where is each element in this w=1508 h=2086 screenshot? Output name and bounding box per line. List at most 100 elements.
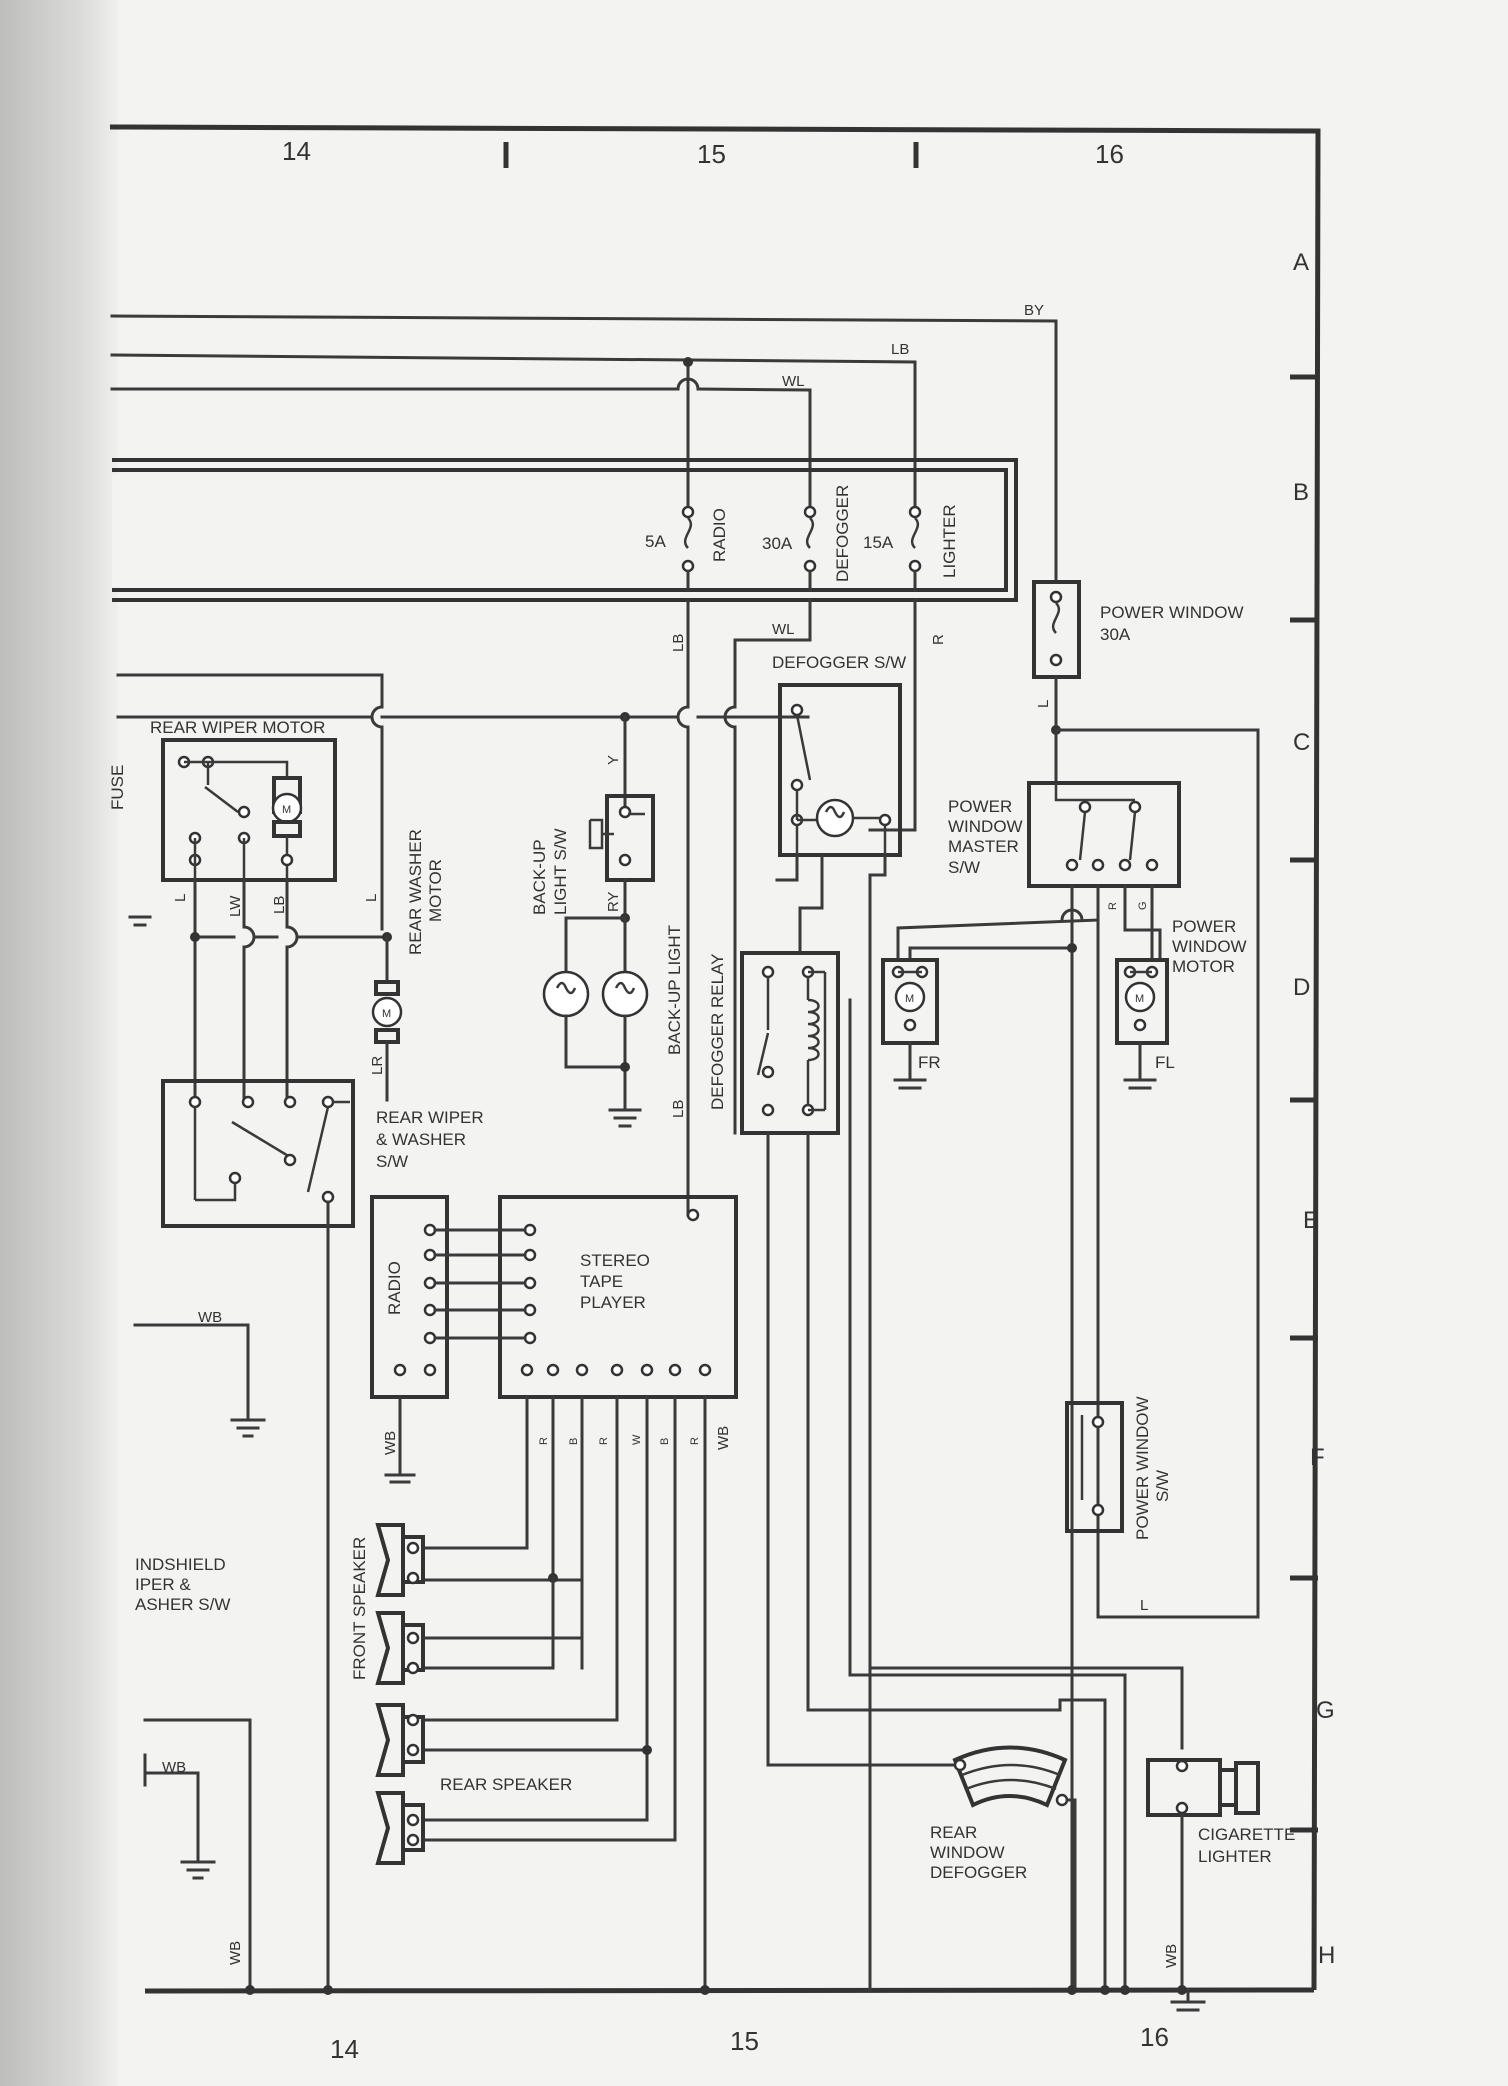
wire-label-pw-r: R — [1107, 902, 1119, 910]
rear-window-defogger-label-1: REAR — [930, 1823, 977, 1842]
wire-label-wb-radio: WB — [382, 1431, 399, 1455]
rear-wiper-motor-label: REAR WIPER MOTOR — [150, 718, 325, 737]
rear-wiper-washer-switch: REAR WIPER & WASHER S/W — [161, 1079, 484, 1992]
stereo-tape-player: STEREO TAPE PLAYER WB R B R W B R — [433, 1195, 738, 1992]
motor-symbol: M — [282, 804, 291, 816]
defogger-switch: DEFOGGER S/W — [733, 653, 906, 1992]
wire-label-y-backup: Y — [605, 755, 622, 765]
row-label-f: F — [1310, 1444, 1325, 1471]
power-window-switch: POWER WINDOW S/W — [1065, 1396, 1172, 1540]
left-edge-elements: FUSE WB INDSHIELD IPER & ASHER S/W WB WB — [108, 765, 1187, 1995]
wire-label-spk-3: R — [598, 1437, 610, 1445]
rear-speaker-label: REAR SPEAKER — [440, 1775, 572, 1794]
power-window-motor-fr: M FR — [881, 958, 941, 1090]
stereo-label-1: STEREO — [580, 1251, 650, 1270]
fuse-lighter-label: LIGHTER — [940, 504, 959, 578]
fuse-radio-label: RADIO — [710, 508, 729, 562]
fuse-radio-amp: 5A — [645, 532, 666, 551]
wire-label-lb-lower: LB — [670, 1100, 687, 1118]
cigarette-lighter-label-2: LIGHTER — [1198, 1847, 1272, 1866]
front-speaker-label: FRONT SPEAKER — [350, 1537, 369, 1680]
pw-motor-label-1: POWER — [1172, 917, 1236, 936]
wire-label-lb-top: LB — [891, 341, 909, 358]
wire-label-lr: LR — [369, 1056, 386, 1075]
wire-label-spk-1: R — [538, 1437, 550, 1445]
manual-page — [100, 0, 1508, 2086]
wire-label-wb-stereo: WB — [715, 1426, 732, 1450]
motor-fl-label: FL — [1155, 1053, 1175, 1072]
row-label-e: E — [1303, 1207, 1319, 1234]
fuse-defogger-label: DEFOGGER — [833, 485, 852, 582]
row-label-h: H — [1318, 1942, 1335, 1969]
pw-master-sw-label-3: MASTER — [948, 837, 1019, 856]
row-label-d: D — [1293, 974, 1310, 1001]
pw-master-sw-label-1: POWER — [948, 797, 1012, 816]
rear-wiper-washer-sw-label-1: REAR WIPER — [376, 1108, 484, 1127]
washer-motor-symbol: M — [382, 1008, 391, 1020]
fuse-lighter-amp: 15A — [863, 533, 894, 552]
col-label-15: 15 — [697, 139, 726, 169]
cigarette-lighter-label-1: CIGARETTE — [1198, 1825, 1295, 1844]
back-up-light-sw-label-2: LIGHT S/W — [551, 828, 570, 915]
pw-master-sw-label-2: WINDOW — [948, 817, 1023, 836]
rear-window-defogger: REAR WINDOW DEFOGGER — [848, 998, 1184, 1992]
motor-fr-symbol: M — [905, 993, 914, 1005]
speaker-wires — [423, 1395, 677, 1842]
wire-label-wb-ground-left: WB — [162, 1759, 186, 1776]
rear-wiper-wires: L LW LB L REAR WASHER MOTOR — [172, 829, 445, 1102]
fuse-defogger-amp: 30A — [762, 534, 793, 553]
wire-label-spk-6: R — [689, 1437, 701, 1445]
row-label-b: B — [1293, 479, 1309, 506]
stereo-label-2: TAPE — [580, 1272, 623, 1291]
stereo-label-3: PLAYER — [580, 1293, 646, 1312]
rear-wiper-washer-sw-label-2: & WASHER — [376, 1130, 466, 1149]
back-up-light-circuit: BACK-UP LIGHT S/W RY BACK-UP LIGHT — [530, 794, 684, 1128]
wire-label-ry: RY — [605, 891, 622, 912]
junction-dot — [683, 357, 693, 367]
wire-label-l-pw: L — [1035, 700, 1052, 708]
col-label-16: 16 — [1095, 139, 1124, 169]
pw-motor-label-3: MOTOR — [1172, 957, 1235, 976]
fuse-block: 5A RADIO 30A DEFOGGER 15A LIGHTER — [112, 458, 1018, 602]
pw-sw-label-1: POWER WINDOW — [1133, 1396, 1152, 1540]
rear-speakers: REAR SPEAKER — [375, 1703, 572, 1865]
rear-washer-motor: M LR — [369, 935, 403, 1102]
row-label-c: C — [1293, 729, 1310, 756]
rear-washer-motor-label-1: REAR WASHER — [406, 829, 425, 955]
rear-wiper-washer-sw-label-3: S/W — [376, 1152, 408, 1171]
diagram-frame — [109, 124, 1321, 1994]
col-label-14: 14 — [282, 136, 311, 166]
defogger-relay: DEFOGGER RELAY — [708, 951, 1062, 1767]
defogger-sw-label: DEFOGGER S/W — [772, 653, 906, 672]
fuse-power-window-amp: 30A — [1100, 625, 1131, 644]
power-window-master-switch: L POWER WINDOW MASTER S/W R G — [896, 728, 1260, 1619]
wire-label-pw-g: G — [1137, 901, 1149, 910]
rear-wiper-motor: REAR WIPER MOTOR M — [128, 718, 337, 927]
wire-label-lb-left: LB — [271, 896, 288, 914]
col-label-15-bottom: 15 — [730, 2026, 759, 2056]
fuse-power-window-label: POWER WINDOW — [1100, 603, 1244, 622]
pw-master-sw-label-4: S/W — [948, 858, 980, 877]
power-window-fuse: POWER WINDOW 30A L — [1032, 580, 1244, 735]
rear-window-defogger-label-2: WINDOW — [930, 1843, 1005, 1862]
wire-label-l-right: L — [363, 894, 380, 902]
wire-label-wb-left: WB — [198, 1309, 222, 1326]
wire-label-wl-top: WL — [782, 373, 805, 390]
pw-sw-label-2: S/W — [1153, 1470, 1172, 1502]
wire-label-l-left: L — [172, 894, 189, 902]
motor-fl-symbol: M — [1135, 993, 1144, 1005]
wire-label-spk-5: B — [659, 1438, 671, 1445]
rear-window-defogger-label-3: DEFOGGER — [930, 1863, 1027, 1882]
back-up-light-label: BACK-UP LIGHT — [665, 925, 684, 1055]
radio-label: RADIO — [385, 1261, 404, 1315]
col-label-16-bottom: 16 — [1140, 2022, 1169, 2052]
wire-label-by: BY — [1024, 302, 1044, 319]
wire-label-wb-bottom-left: WB — [227, 1941, 244, 1965]
windshield-sw-label-2: IPER & — [135, 1575, 191, 1594]
cigarette-lighter: CIGARETTE LIGHTER WB — [1146, 1758, 1295, 2012]
front-speakers: FRONT SPEAKER — [350, 1523, 584, 1685]
windshield-sw-label-1: INDSHIELD — [135, 1555, 226, 1574]
wire-label-spk-4: W — [631, 1434, 643, 1445]
back-up-light-sw-label-1: BACK-UP — [530, 839, 549, 915]
